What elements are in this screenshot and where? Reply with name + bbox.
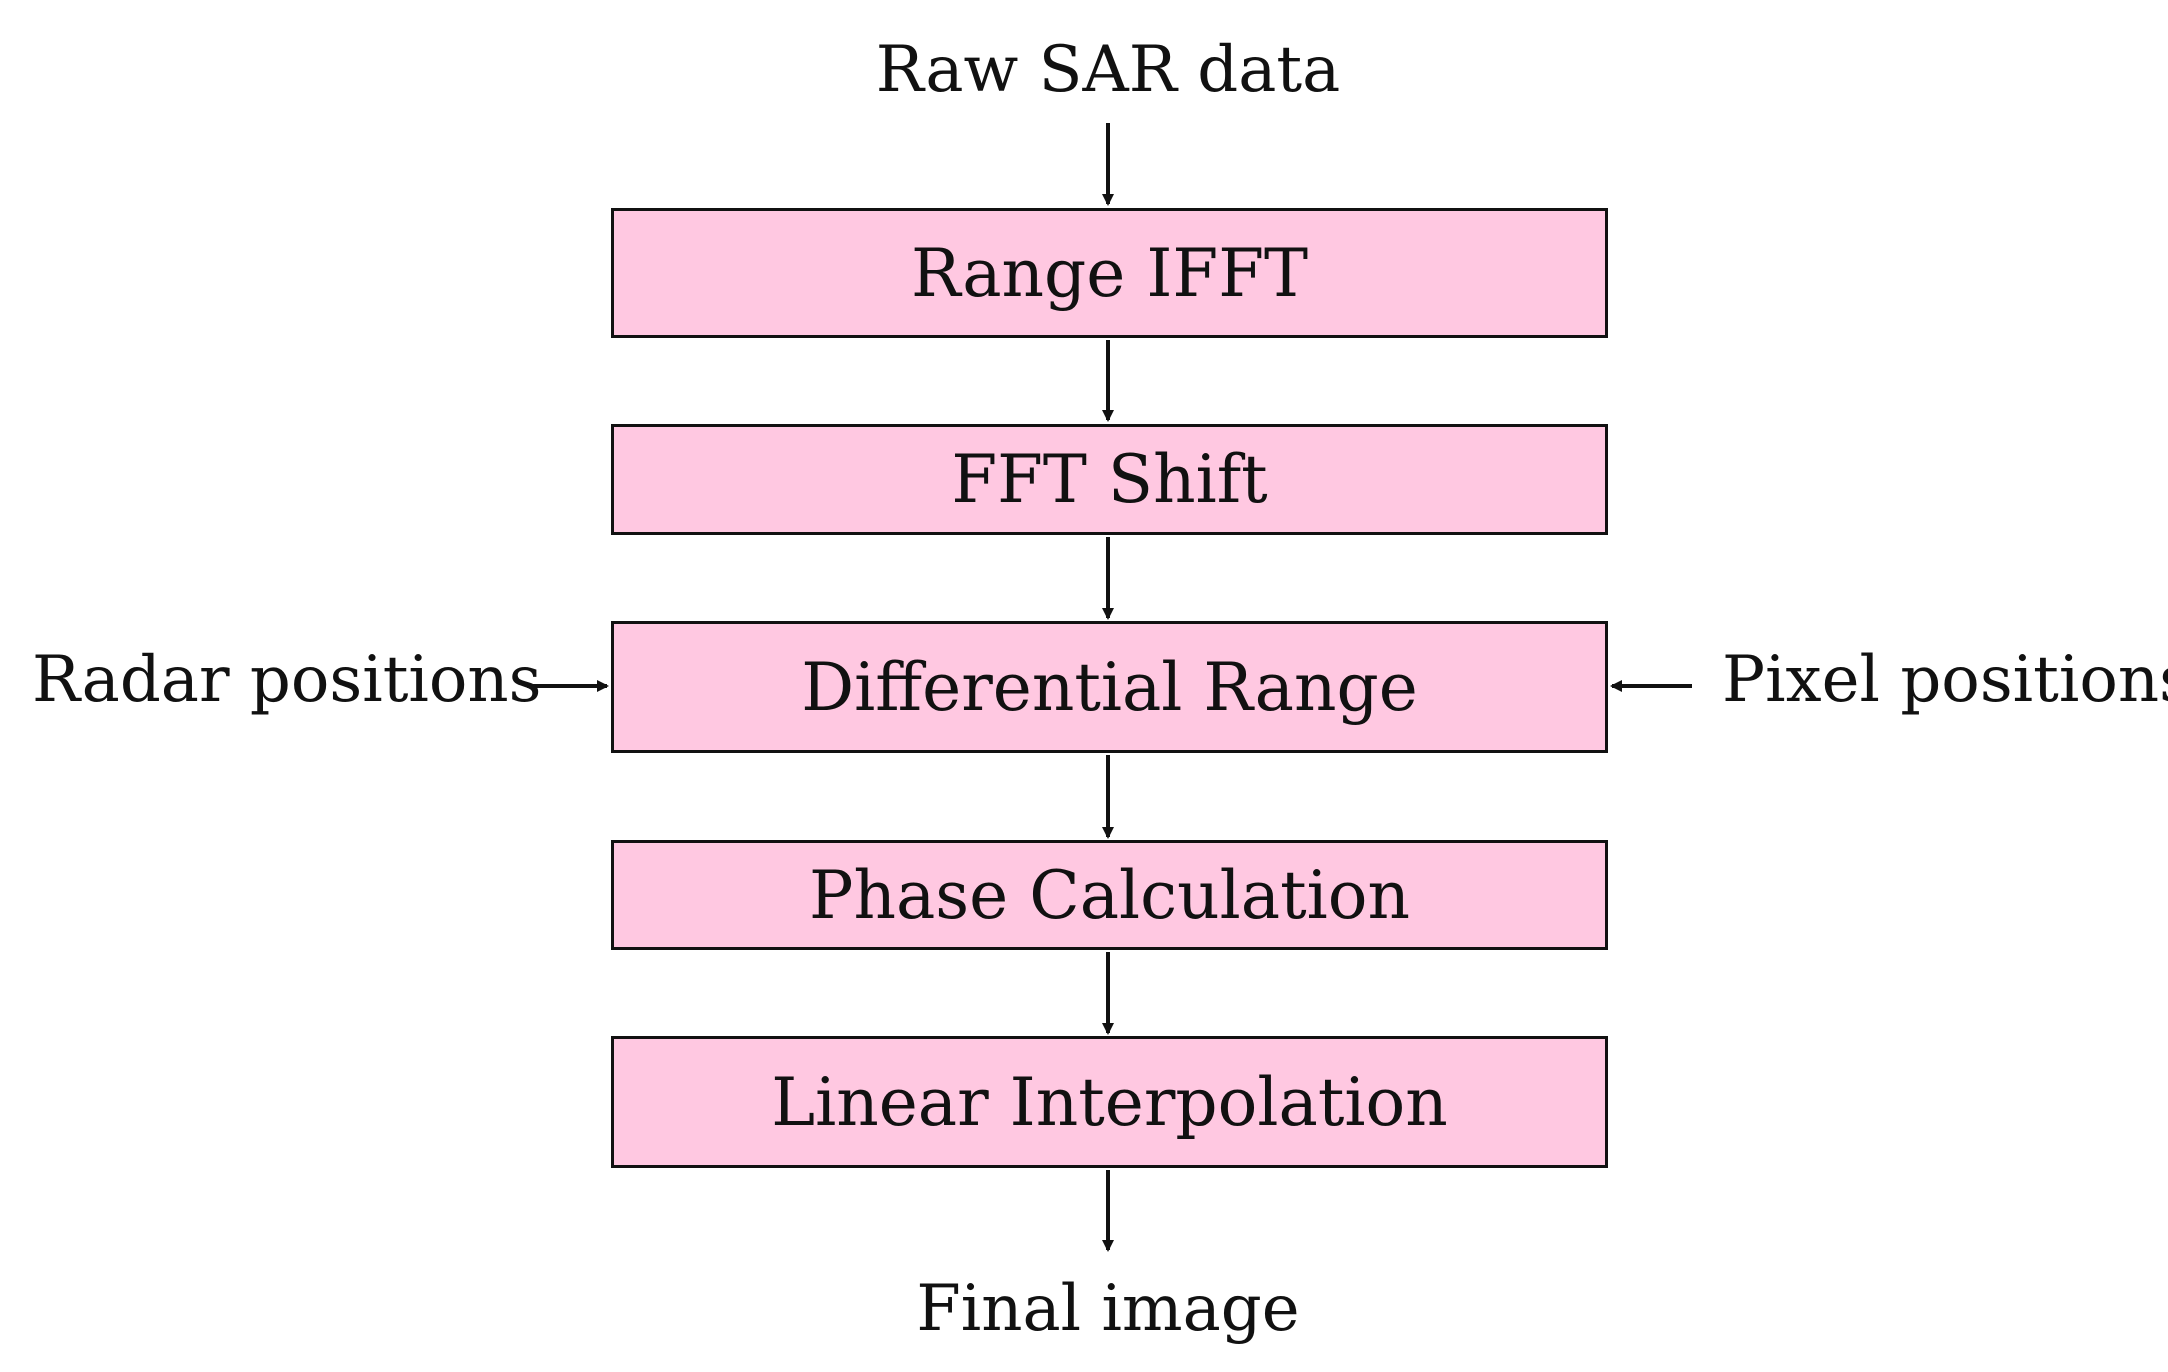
input-label: Raw SAR data	[875, 33, 1341, 107]
step-differential-range: Differential Range	[611, 621, 1608, 753]
output-label: Final image	[916, 1272, 1300, 1346]
step-range-ifft: Range IFFT	[611, 208, 1608, 338]
pixel-positions-label: Pixel positions	[1722, 643, 2168, 717]
step-phase-calculation: Phase Calculation	[611, 840, 1608, 950]
step-fft-shift: FFT Shift	[611, 424, 1608, 535]
step-linear-interpolation: Linear Interpolation	[611, 1036, 1608, 1168]
radar-positions-label: Radar positions	[32, 643, 542, 717]
